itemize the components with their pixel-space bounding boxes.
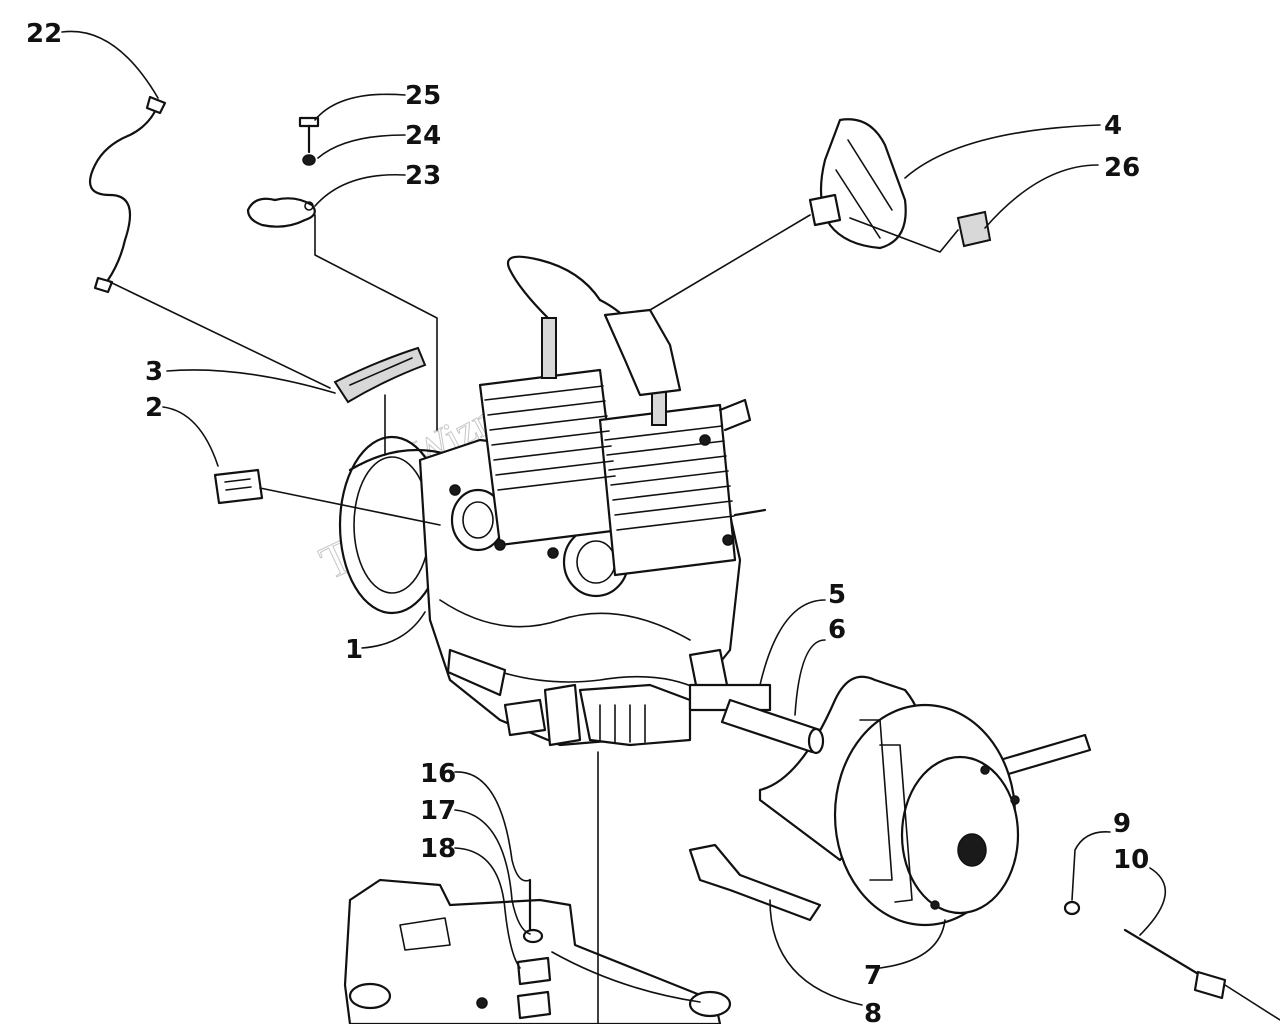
parts-7-8-drive-clutch-and-belt bbox=[688, 675, 1092, 927]
callout-labels: 22 25 24 23 4 26 3 2 1 5 6 9 10 7 8 16 1… bbox=[26, 19, 1149, 1024]
part-26-clip bbox=[956, 210, 992, 248]
callout-18: 18 bbox=[420, 834, 456, 864]
callout-6: 6 bbox=[828, 615, 846, 645]
parts-9-10-clutch-bolt bbox=[1063, 900, 1280, 1021]
callout-2: 2 bbox=[145, 393, 163, 423]
callout-10: 10 bbox=[1113, 845, 1149, 875]
callout-24: 24 bbox=[405, 121, 441, 151]
part-3-decal bbox=[333, 346, 427, 404]
parts-16-17-18-engine-mount bbox=[343, 878, 732, 1024]
callout-17: 17 bbox=[420, 796, 456, 826]
callout-7: 7 bbox=[864, 961, 882, 991]
callout-1: 1 bbox=[345, 635, 363, 665]
part-22-ground-wire bbox=[88, 95, 167, 294]
callout-22: 22 bbox=[26, 19, 62, 49]
callout-3: 3 bbox=[145, 357, 163, 387]
callout-4: 4 bbox=[1104, 111, 1122, 141]
callout-9: 9 bbox=[1113, 809, 1131, 839]
callout-26: 26 bbox=[1104, 153, 1140, 183]
callout-8: 8 bbox=[864, 999, 882, 1024]
leader-lines bbox=[61, 30, 1166, 1024]
callout-25: 25 bbox=[405, 81, 441, 111]
callout-23: 23 bbox=[405, 161, 441, 191]
callout-16: 16 bbox=[420, 759, 456, 789]
part-4-engine-bracket bbox=[808, 118, 907, 250]
parts-5-6-crankshaft-extension bbox=[720, 698, 825, 755]
callout-5: 5 bbox=[828, 580, 846, 610]
part-2-label-plate bbox=[213, 468, 264, 505]
parts-23-24-25-fastener-stack bbox=[246, 116, 320, 228]
engine-assembly bbox=[338, 255, 772, 747]
